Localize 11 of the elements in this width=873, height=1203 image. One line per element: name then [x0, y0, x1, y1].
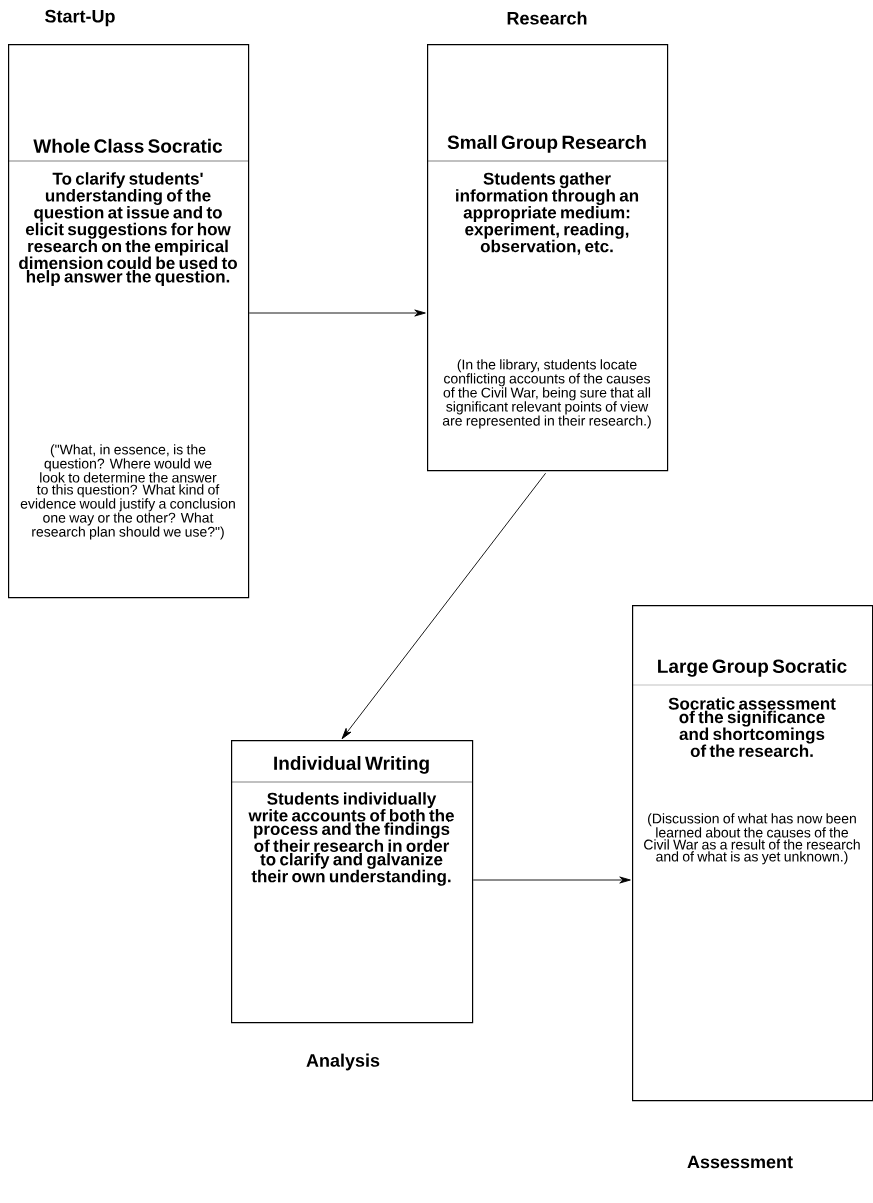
arrow	[248, 309, 426, 317]
stage-label: Analysis	[306, 1053, 380, 1071]
process-box: Whole Class Socratic To clarify students' understanding of the question at issue and to elicit suggestions for how research on the empirical dimension could be used to help answer the question. ("What, in essence, is the question? Where would we look to determine the answer to this question? What kind of evidence would justify a conclusion one way or the other? What research plan should we use?")	[7, 44, 250, 599]
process-box: Large Group Socratic Socratic assessment of the significance and shortcomings of the research. (Discussion of what has now been learned about the causes of the Civil War as a result of the research and of what is as yet unknown.)	[631, 605, 873, 1102]
arrow	[341, 472, 547, 740]
process-box: Individual Writing Students individually write accounts of both the process and the findings of their research in order to clarify and galvanize their own understanding.	[230, 740, 474, 1024]
arrow	[472, 876, 631, 884]
stage-label: Research	[507, 11, 587, 25]
process-box: Small Group Research Students gather information through an appropriate medium: experiment, reading, observation, etc. (In the library, students locate conflicting accounts of the causes of the Civil War, being sure that all significant relevant points of view are represented in their research.)	[426, 44, 669, 472]
stage-label: Assessment	[687, 1155, 793, 1169]
stage-label: Start-Up	[45, 9, 115, 27]
